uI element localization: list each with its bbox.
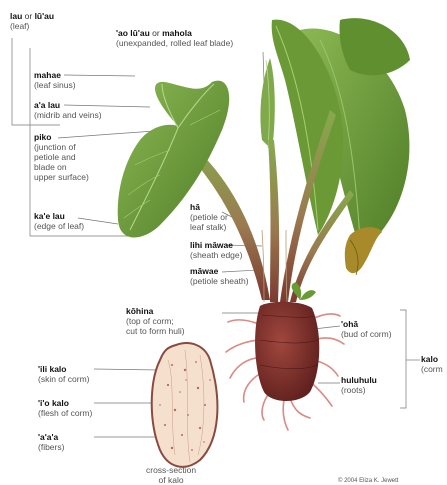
stalk-center xyxy=(268,140,279,302)
label-ka-e-lau: ka'e lau (edge of leaf) xyxy=(34,211,84,231)
label-kohina: kōhina (top of corm; cut to form huli) xyxy=(126,306,185,336)
label-cross-section: cross-section of kalo xyxy=(146,465,196,485)
small-leaf-topright xyxy=(339,18,410,75)
label-lihi-mawae: lihi māwae (sheath edge) xyxy=(190,240,242,260)
label-ha: hā (petiole or leaf stalk) xyxy=(190,202,228,232)
label-mawae: māwae (petiole sheath) xyxy=(190,266,249,286)
label-ili-kalo: 'ili kalo (skin of corm) xyxy=(38,364,89,384)
label-oha: 'ohā (bud of corm) xyxy=(341,319,392,339)
label-mahae: mahae (leaf sinus) xyxy=(34,70,76,90)
label-i-o-kalo: 'i'o kalo (flesh of corm) xyxy=(38,398,92,418)
corm-cross-section xyxy=(152,343,218,467)
wilted-leaf xyxy=(345,227,382,273)
copyright-text: © 2004 Eliza K. Jewett xyxy=(338,478,398,484)
label-a-a-lau: a'a lau (midrib and veins) xyxy=(34,100,102,120)
label-piko: piko (junction of petiole and blade on u… xyxy=(34,132,89,182)
label-ao-lau: 'ao lū'au or mahola (unexpanded, rolled … xyxy=(116,28,233,48)
label-kalo: kalo (corm xyxy=(421,354,443,374)
label-a-a-a: 'a'a'a (fibers) xyxy=(38,432,64,452)
label-huluhulu: huluhulu (roots) xyxy=(341,375,377,395)
label-lau: lau or lū'au (leaf) xyxy=(10,11,54,31)
